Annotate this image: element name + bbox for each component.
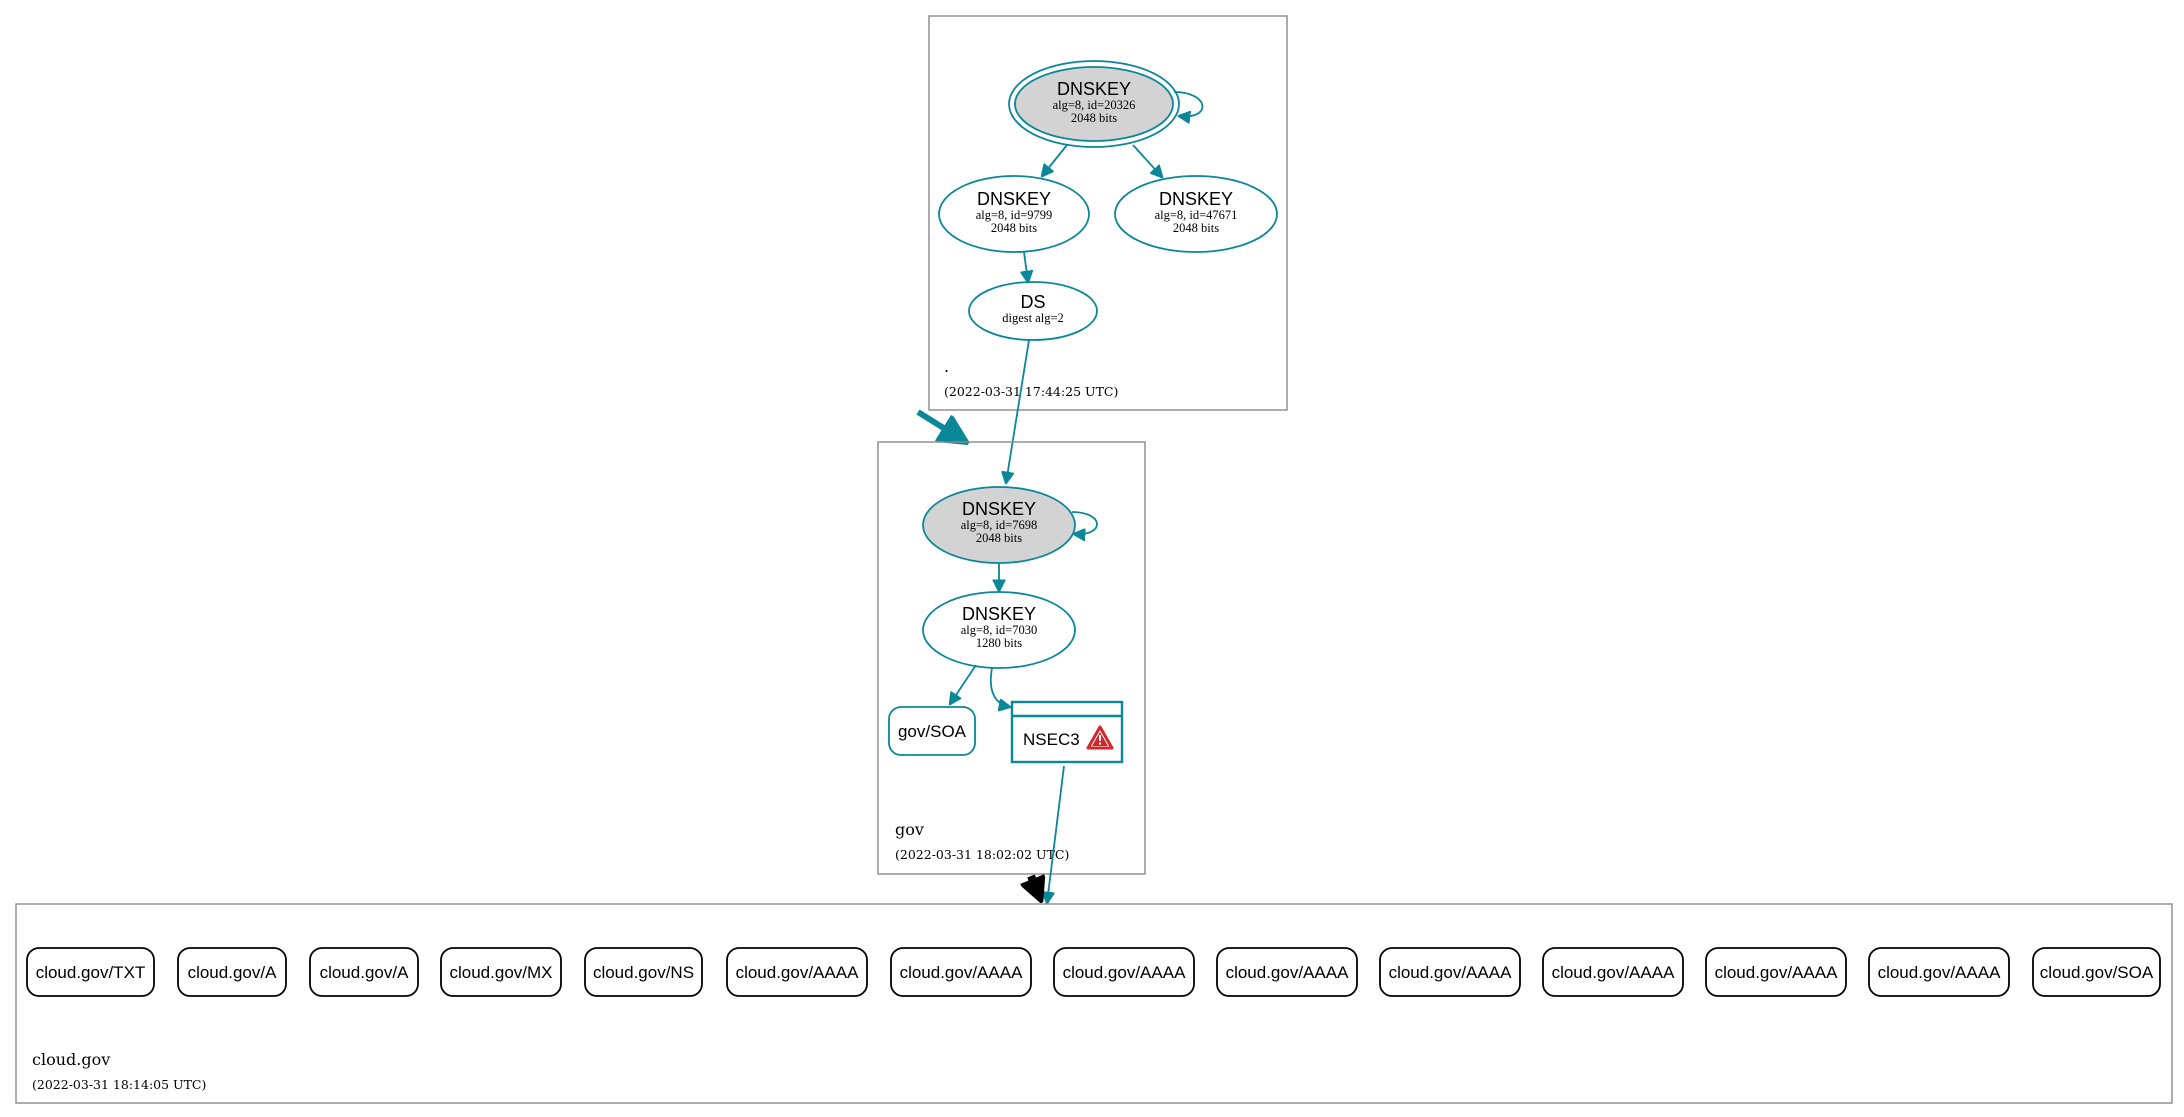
root-zsk1-node[interactable]: DNSKEY alg=8, id=9799 2048 bits (938, 175, 1090, 253)
edge-gov-zsk-to-soa (950, 664, 977, 704)
zone-root-border (928, 15, 1288, 411)
gov-zsk-node[interactable]: DNSKEY alg=8, id=7030 1280 bits (922, 591, 1076, 669)
record-node[interactable]: cloud.gov/A (177, 947, 287, 997)
record-node[interactable]: cloud.gov/AAAA (1868, 947, 2010, 997)
record-label: cloud.gov/AAAA (1389, 963, 1513, 982)
record-node[interactable]: cloud.gov/SOA (2032, 947, 2161, 997)
zone-cloudgov-timestamp: (2022-03-31 18:14:05 UTC) (32, 1077, 206, 1092)
record-box (1216, 947, 1358, 997)
record-box (890, 947, 1032, 997)
gov-ksk-type: DNSKEY (962, 499, 1036, 519)
record-box (726, 947, 868, 997)
record-node[interactable]: cloud.gov/MX (440, 947, 562, 997)
edge-root-ksk-to-zsk2 (1132, 144, 1162, 177)
record-box (1379, 947, 1521, 997)
root-ksk-type: DNSKEY (1057, 79, 1131, 99)
gov-zsk-size: 1280 bits (976, 636, 1022, 650)
record-node[interactable]: cloud.gov/AAAA (1216, 947, 1358, 997)
zone-gov-border (877, 441, 1146, 875)
record-label: cloud.gov/AAAA (1878, 963, 2002, 982)
zone-cloudgov-name: cloud.gov (32, 1050, 110, 1069)
gov-ksk-node[interactable]: DNSKEY alg=8, id=7698 2048 bits (922, 486, 1076, 564)
root-zsk1-type: DNSKEY (977, 189, 1051, 209)
zone-gov-name: gov (895, 820, 924, 839)
zone-root: . (2022-03-31 17:44:25 UTC) (928, 15, 1288, 411)
record-box (1053, 947, 1195, 997)
record-label: cloud.gov/SOA (2040, 963, 2154, 982)
record-box (1868, 947, 2010, 997)
record-label: cloud.gov/AAAA (736, 963, 860, 982)
edge-root-ds-to-gov-ksk (1006, 339, 1030, 483)
root-ksk-node[interactable]: DNSKEY alg=8, id=20326 2048 bits (1008, 60, 1180, 148)
record-label: cloud.gov/A (188, 963, 277, 982)
record-box (1705, 947, 1847, 997)
record-label: cloud.gov/A (320, 963, 409, 982)
root-zsk2-size: 2048 bits (1173, 221, 1219, 235)
root-ds-type: DS (1020, 292, 1045, 312)
record-label: cloud.gov/AAAA (1552, 963, 1676, 982)
root-zsk2-type: DNSKEY (1159, 189, 1233, 209)
gov-zsk-type: DNSKEY (962, 604, 1036, 624)
delegation-gov-to-cloudgov (1031, 876, 1040, 898)
record-box (1542, 947, 1684, 997)
zone-root-name: . (944, 357, 949, 376)
record-node[interactable]: cloud.gov/AAAA (1379, 947, 1521, 997)
root-ksk-self-edge (1173, 91, 1204, 116)
record-node[interactable]: cloud.gov/AAAA (1053, 947, 1195, 997)
gov-ksk-detail: alg=8, id=7698 (961, 518, 1038, 532)
record-box (177, 947, 287, 997)
root-zsk2-node[interactable]: DNSKEY alg=8, id=47671 2048 bits (1114, 175, 1278, 253)
record-box (26, 947, 155, 997)
root-ds-node[interactable]: DS digest alg=2 (968, 281, 1098, 341)
record-label: cloud.gov/AAAA (1063, 963, 1187, 982)
record-box (309, 947, 419, 997)
root-zsk1-size: 2048 bits (991, 221, 1037, 235)
gov-ksk-size: 2048 bits (976, 531, 1022, 545)
root-ksk-size: 2048 bits (1071, 111, 1117, 125)
root-zsk2-detail: alg=8, id=47671 (1155, 208, 1238, 222)
record-label: cloud.gov/NS (593, 963, 694, 982)
record-node[interactable]: cloud.gov/AAAA (1542, 947, 1684, 997)
record-label: cloud.gov/MX (450, 963, 553, 982)
record-box (440, 947, 562, 997)
record-box (2032, 947, 2161, 997)
gov-soa-node[interactable]: gov/SOA (888, 706, 976, 756)
record-box (584, 947, 703, 997)
cloudgov-records-row: cloud.gov/TXT cloud.gov/A cloud.gov/A cloud… (26, 947, 2161, 997)
record-label: cloud.gov/AAAA (1226, 963, 1350, 982)
edge-root-zsk1-to-ds (1024, 251, 1028, 282)
zone-gov-timestamp: (2022-03-31 18:02:02 UTC) (895, 847, 1069, 862)
record-node[interactable]: cloud.gov/NS (584, 947, 703, 997)
record-label: cloud.gov/AAAA (900, 963, 1024, 982)
edge-root-ksk-to-zsk1 (1042, 144, 1068, 176)
zone-cloudgov-border (15, 903, 2173, 1104)
root-zsk1-detail: alg=8, id=9799 (976, 208, 1053, 222)
zone-gov: gov (2022-03-31 18:02:02 UTC) (877, 441, 1146, 875)
root-ksk-detail: alg=8, id=20326 (1053, 98, 1136, 112)
root-ds-detail: digest alg=2 (1002, 311, 1064, 325)
gov-nsec3-label: NSEC3 (1023, 730, 1080, 749)
record-node[interactable]: cloud.gov/AAAA (726, 947, 868, 997)
gov-ksk-self-edge (1071, 511, 1098, 534)
zone-root-timestamp: (2022-03-31 17:44:25 UTC) (944, 384, 1118, 399)
delegation-root-to-gov (916, 409, 966, 442)
edge-nsec3-to-cloudgov (1047, 765, 1065, 903)
edge-gov-zsk-to-nsec3 (989, 667, 1010, 707)
record-label: cloud.gov/AAAA (1715, 963, 1839, 982)
zone-cloudgov: cloud.gov (2022-03-31 18:14:05 UTC) (15, 903, 2173, 1104)
record-node[interactable]: cloud.gov/AAAA (890, 947, 1032, 997)
record-node[interactable]: cloud.gov/A (309, 947, 419, 997)
record-label: cloud.gov/TXT (36, 963, 146, 982)
warning-triangle-icon (1086, 725, 1114, 750)
record-node[interactable]: cloud.gov/TXT (26, 947, 155, 997)
record-node[interactable]: cloud.gov/AAAA (1705, 947, 1847, 997)
gov-nsec3-node[interactable]: NSEC3 (1010, 700, 1124, 764)
gov-zsk-detail: alg=8, id=7030 (961, 623, 1038, 637)
gov-soa-label: gov/SOA (898, 722, 967, 741)
